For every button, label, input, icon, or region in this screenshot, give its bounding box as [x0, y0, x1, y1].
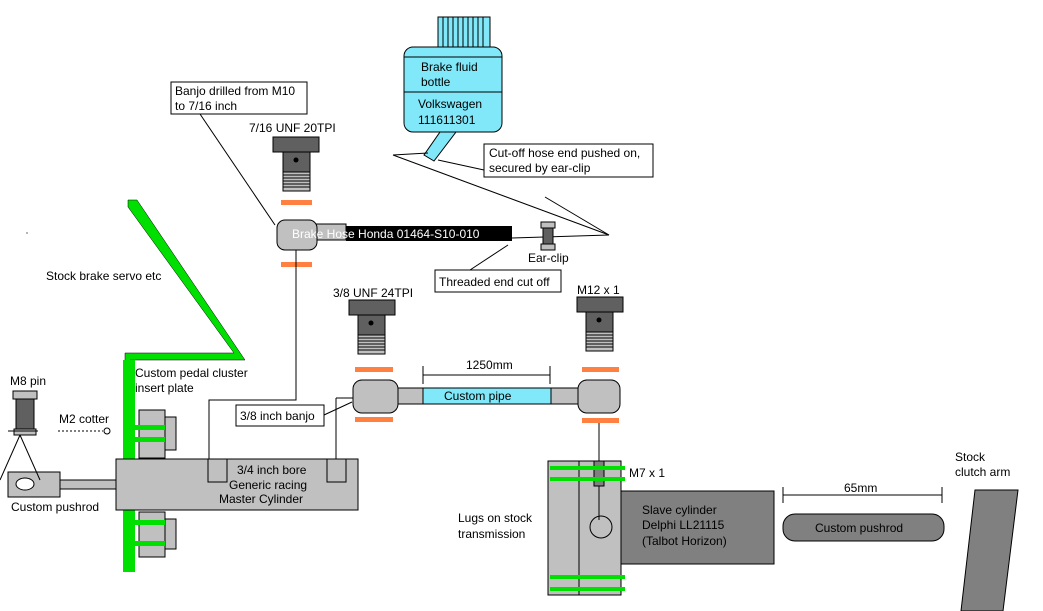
mc-label-line1: Generic racing: [229, 478, 307, 492]
cutoff-hose-line1: Cut-off hose end pushed on,: [489, 146, 640, 160]
master-cylinder: [115, 458, 359, 511]
transmission-lug-block: [547, 460, 580, 596]
ear-clip: [540, 221, 556, 251]
mc-port-right: [326, 458, 347, 483]
copper-washer: [281, 200, 312, 205]
copper-washer: [582, 418, 619, 423]
bottle-label-line1: Brake fluid: [421, 60, 478, 74]
m8-pin: [8, 390, 38, 436]
copper-washer: [582, 367, 619, 372]
banjo-drilled-line1: Banjo drilled from M10: [175, 84, 295, 98]
bottle-label-line2: bottle: [421, 75, 451, 89]
bore-label: 3/4 inch bore: [237, 463, 307, 477]
bottle-cap: [437, 16, 491, 48]
stock-clutch-line2: clutch arm: [955, 465, 1010, 479]
banjo-drilled-line2: to 7/16 inch: [175, 99, 237, 113]
brake-hose: [346, 226, 512, 241]
pedal-cluster-line1: Custom pedal cluster: [135, 366, 248, 380]
custom-pipe-label: Custom pipe: [444, 389, 512, 403]
pipe-length-label: 1250mm: [466, 358, 513, 372]
stock-clutch-line1: Stock: [955, 450, 986, 464]
bottle-outlet-spout: [423, 131, 458, 162]
slave-label-line1: Slave cylinder: [642, 503, 717, 517]
clevis-hole: [15, 477, 35, 491]
brake-hose-label: Brake Hose Honda 01464-S10-010: [292, 227, 480, 241]
stock-clutch-arm: [960, 489, 1019, 611]
banjo-bolt-7-16: [272, 136, 320, 192]
lugs-label-line2: transmission: [458, 527, 525, 541]
bottle-cap-ridges: [442, 17, 484, 47]
mc-port-left: [207, 458, 228, 483]
mc-flange-bolt-upper: [135, 409, 177, 459]
banjo-fitting-mid-left: [352, 379, 399, 414]
slave-bleed-nipple: [589, 515, 613, 539]
cotter-ring: [103, 427, 111, 435]
slave-port: [593, 460, 605, 487]
copper-washer: [355, 417, 393, 422]
slave-label-line3: (Talbot Horizon): [642, 534, 727, 548]
bottle-label-line4: 111611301: [418, 113, 476, 127]
stray-dot: [26, 232, 28, 234]
ear-clip-label: Ear-clip: [528, 251, 569, 265]
custom-pushrod-left-label: Custom pushrod: [11, 500, 99, 514]
m8-pin-label: M8 pin: [10, 374, 46, 388]
pushrod-gap-dimension: [782, 487, 943, 503]
thread-3-8-label: 3/8 UNF 24TPI: [333, 286, 413, 300]
pipe-stub-left: [397, 387, 424, 405]
pushrod-left: [59, 479, 117, 490]
bolt-head: [272, 136, 320, 153]
banjo-fitting-upper: [276, 219, 318, 251]
banjo-bolt-3-8: [348, 299, 396, 355]
banjo-fitting-mid-right: [577, 379, 621, 414]
brake-fluid-bottle: Brake fluid bottle Volkswagen 111611301: [403, 16, 503, 162]
custom-pushrod-right: [782, 513, 945, 542]
cutoff-hose-callout: Cut-off hose end pushed on, secured by e…: [437, 143, 654, 178]
mc-label-line2: Master Cylinder: [219, 492, 303, 506]
mc-flange-bolt-lower: [135, 511, 177, 558]
threaded-end-callout: Threaded end cut off: [434, 244, 562, 293]
pipe-stub-right: [550, 387, 581, 405]
hose-route-line: [208, 250, 297, 460]
m12-label: M12 x 1: [577, 283, 620, 297]
pin-leader-1: [0, 434, 21, 481]
banjo-3-8-label: 3/8 inch banjo: [240, 409, 315, 423]
lugs-label-line1: Lugs on stock: [458, 511, 533, 525]
threaded-end-label: Threaded end cut off: [439, 275, 550, 289]
bottle-label-line3: Volkswagen: [418, 97, 482, 111]
pin-leader-2: [19, 434, 41, 481]
hose-wedge-lines: [392, 152, 610, 239]
cutoff-hose-line2: secured by ear-clip: [489, 161, 591, 175]
pipe-length-dimension: [422, 366, 551, 384]
green-lug-bars: [550, 466, 625, 591]
dim-65-label: 65mm: [844, 481, 877, 495]
banjo-bolt-m12: [576, 296, 624, 352]
pedal-cluster-arm: [124, 199, 246, 381]
banjo-3-8-callout: 3/8 inch banjo: [235, 401, 353, 427]
bolt-hole: [293, 157, 299, 163]
copper-washer: [355, 367, 393, 372]
custom-pushrod-right-label: Custom pushrod: [815, 521, 903, 535]
stock-brake-servo-label: Stock brake servo etc: [46, 269, 161, 283]
m7-label: M7 x 1: [629, 466, 665, 480]
pedal-cluster-line2: insert plate: [135, 381, 194, 395]
thread-7-16-label: 7/16 UNF 20TPI: [249, 121, 336, 135]
slave-label-line2: Delphi LL21115: [642, 518, 725, 532]
slave-cylinder: [620, 490, 775, 565]
banjo-drilled-callout: Banjo drilled from M10 to 7/16 inch: [170, 81, 308, 226]
m2-cotter-label: M2 cotter: [59, 412, 109, 426]
